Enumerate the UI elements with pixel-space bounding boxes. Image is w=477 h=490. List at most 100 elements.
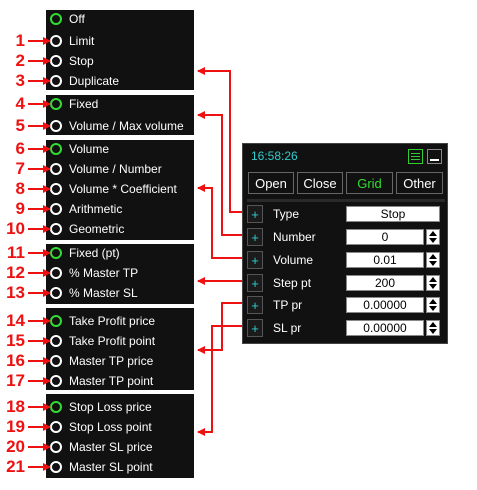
option-label: Master TP point [69,374,154,388]
tab-other[interactable]: Other [396,172,443,194]
arrow-up-icon[interactable] [429,299,437,304]
arrow-up-icon[interactable] [429,231,437,236]
radio-unselected-icon[interactable] [50,183,62,195]
radio-option[interactable]: Stop Loss point [50,418,152,436]
plus-icon[interactable]: + [247,228,263,246]
annotation-number: 12 [6,263,25,282]
option-label: % Master TP [69,266,139,280]
value-stepper[interactable] [426,229,440,245]
radio-option[interactable]: Master TP price [50,352,153,370]
arrow-up-icon[interactable] [429,322,437,327]
radio-selected-icon[interactable] [50,401,62,413]
radio-unselected-icon[interactable] [50,35,62,47]
tab-grid[interactable]: Grid [346,172,393,194]
annotation-number: 9 [15,199,25,218]
arrow-up-icon[interactable] [429,277,437,282]
connector-arrow [197,111,242,236]
radio-unselected-icon[interactable] [50,335,62,347]
annotation-number: 10 [6,219,25,238]
arrow-down-icon[interactable] [429,238,437,243]
radio-option[interactable]: Master SL point [50,458,153,476]
menu-icon[interactable] [408,149,423,164]
radio-option[interactable]: % Master TP [50,264,138,282]
radio-unselected-icon[interactable] [50,75,62,87]
radio-option[interactable]: Stop Loss price [50,398,152,416]
tab-open[interactable]: Open [248,172,294,194]
radio-option[interactable]: Take Profit point [50,332,155,350]
param-value-field[interactable]: Stop [346,206,440,222]
annotation-number: 1 [15,31,25,50]
annotation-number: 20 [6,437,25,456]
radio-unselected-icon[interactable] [50,287,62,299]
radio-option[interactable]: Volume / Max volume [50,117,184,135]
plus-icon[interactable]: + [247,251,263,269]
plus-icon[interactable]: + [247,319,263,337]
param-label: Number [273,230,316,244]
radio-option[interactable]: Volume * Coefficient [50,180,177,198]
radio-unselected-icon[interactable] [50,421,62,433]
param-label: Step pt [273,276,312,290]
option-label: Volume / Max volume [69,119,184,133]
radio-unselected-icon[interactable] [50,375,62,387]
value-stepper[interactable] [426,252,440,268]
radio-option[interactable]: Master SL price [50,438,153,456]
arrow-down-icon[interactable] [429,261,437,266]
arrow-down-icon[interactable] [429,329,437,334]
radio-selected-icon[interactable] [50,13,62,25]
radio-unselected-icon[interactable] [50,163,62,175]
option-label: % Master SL [69,286,138,300]
radio-option[interactable]: Volume [50,140,109,158]
plus-icon[interactable]: + [247,296,263,314]
radio-unselected-icon[interactable] [50,223,62,235]
param-value-field[interactable]: 0 [346,229,424,245]
value-stepper[interactable] [426,320,440,336]
annotation-number: 15 [6,331,25,350]
radio-option[interactable]: Arithmetic [50,200,122,218]
value-stepper[interactable] [426,297,440,313]
param-value-field[interactable]: 0.00000 [346,297,424,313]
radio-option[interactable]: Limit [50,32,94,50]
radio-option[interactable]: Duplicate [50,72,119,90]
radio-unselected-icon[interactable] [50,120,62,132]
radio-option[interactable]: Master TP point [50,372,153,390]
radio-option[interactable]: Volume / Number [50,160,162,178]
param-value-field[interactable]: 0.01 [346,252,424,268]
minimize-icon[interactable] [427,149,442,164]
radio-option[interactable]: Fixed [50,95,98,113]
annotation-number: 4 [15,94,25,113]
radio-selected-icon[interactable] [50,247,62,259]
option-label: Master TP price [69,354,154,368]
radio-selected-icon[interactable] [50,143,62,155]
radio-unselected-icon[interactable] [50,267,62,279]
radio-option[interactable]: Off [50,10,85,28]
radio-option[interactable]: % Master SL [50,284,138,302]
radio-selected-icon[interactable] [50,315,62,327]
param-row: + Step pt 200 [246,274,446,292]
radio-option[interactable]: Take Profit price [50,312,155,330]
param-value-field[interactable]: 200 [346,275,424,291]
arrow-down-icon[interactable] [429,284,437,289]
annotation-number: 7 [15,159,25,178]
arrow-up-icon[interactable] [429,254,437,259]
radio-unselected-icon[interactable] [50,355,62,367]
radio-option[interactable]: Stop [50,52,94,70]
tab-close[interactable]: Close [297,172,343,194]
param-value-field[interactable]: 0.00000 [346,320,424,336]
radio-unselected-icon[interactable] [50,441,62,453]
plus-icon[interactable]: + [247,274,263,292]
radio-option[interactable]: Geometric [50,220,124,238]
radio-option[interactable]: Fixed (pt) [50,244,120,262]
value-stepper[interactable] [426,275,440,291]
radio-unselected-icon[interactable] [50,55,62,67]
connector-arrow [197,67,242,213]
radio-unselected-icon[interactable] [50,203,62,215]
option-label: Stop [69,54,94,68]
arrow-down-icon[interactable] [429,306,437,311]
radio-unselected-icon[interactable] [50,461,62,473]
plus-icon[interactable]: + [247,205,263,223]
radio-selected-icon[interactable] [50,98,62,110]
